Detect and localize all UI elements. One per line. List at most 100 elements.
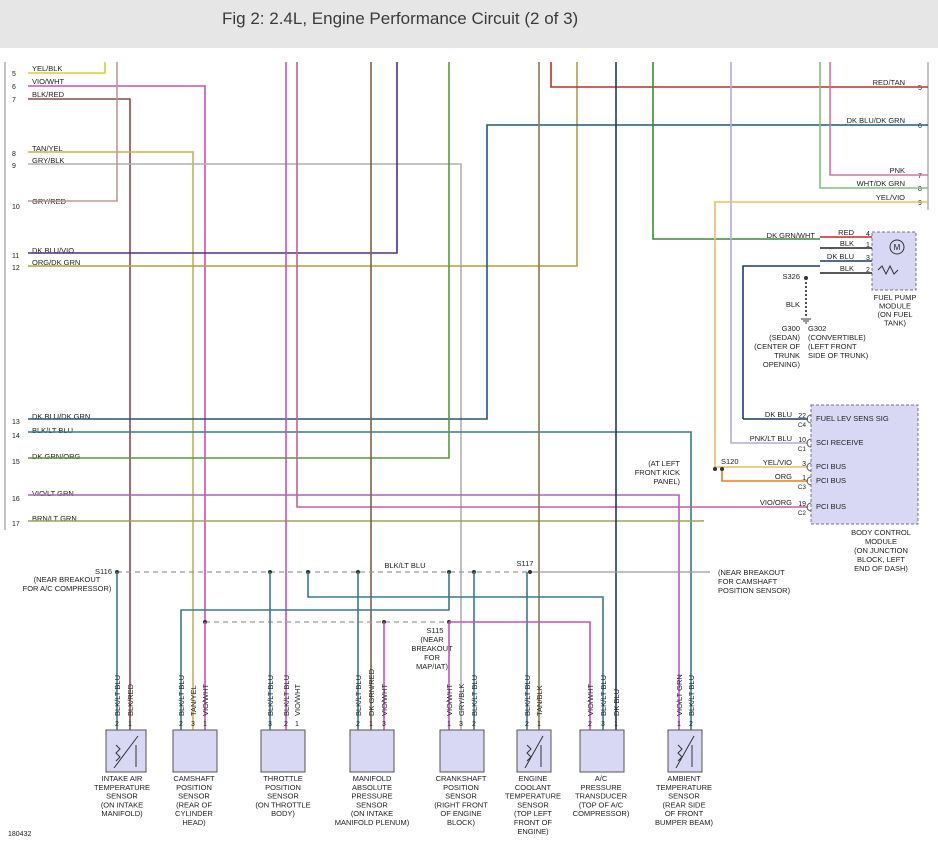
wire-label: WHT/DK GRN bbox=[857, 179, 905, 188]
sensor-label: POSITION bbox=[265, 783, 301, 792]
splice-s326-dot bbox=[804, 276, 808, 280]
sensor-label: OF ENGINE bbox=[440, 809, 481, 818]
bcm-wire-label: ORG bbox=[775, 472, 792, 481]
sensor-wire-label: BLK/LT BLU bbox=[523, 675, 532, 716]
sensor-pin-number: 1 bbox=[203, 721, 207, 728]
bcm-pin-socket bbox=[806, 438, 812, 448]
bcm-pin-label: PCI BUS bbox=[816, 502, 846, 511]
thermistor-icon bbox=[113, 735, 139, 769]
wire-dk-grn-org bbox=[28, 62, 450, 459]
connector-pin-number: 12 bbox=[12, 265, 20, 272]
sensor-label: COOLANT bbox=[515, 783, 552, 792]
ground-g302-label: G302 bbox=[808, 324, 826, 333]
splice-bus-wire-label: BLK/LT BLU bbox=[385, 561, 426, 570]
bcm-pin-label: SCI RECEIVE bbox=[816, 438, 864, 447]
sensor-label: CRANKSHAFT bbox=[436, 774, 487, 783]
splice-s117-note: POSITION SENSOR) bbox=[718, 586, 791, 595]
connector-pin-number: 7 bbox=[918, 173, 922, 180]
fuel-pump-wire-label: RED bbox=[838, 228, 854, 237]
sensor-label: (ON INTAKE bbox=[101, 800, 143, 809]
sensor-pin-number: 2 bbox=[356, 721, 360, 728]
splice-s116-label: S116 bbox=[95, 567, 112, 576]
sensor-wire-label: BLK/LT BLU bbox=[687, 675, 696, 716]
ground-g300-label: G300 bbox=[782, 324, 800, 333]
sensor-pin-number: 2 bbox=[115, 721, 119, 728]
connector-pin-number: 17 bbox=[12, 521, 20, 528]
figure-title: Fig 2: 2.4L, Engine Performance Circuit … bbox=[222, 9, 579, 28]
connector-pin-number: 6 bbox=[12, 84, 16, 91]
wire-label: GRY/BLK bbox=[32, 156, 64, 165]
sensor-label: (RIGHT FRONT bbox=[434, 800, 488, 809]
sensor-ground-wire bbox=[307, 572, 604, 730]
wire-blk-red bbox=[28, 98, 131, 730]
sensor-label: CYLINDER bbox=[175, 809, 214, 818]
connector-pin-number: 10 bbox=[12, 204, 20, 211]
fuel-pump-wire-label: DK BLU bbox=[827, 252, 854, 261]
wire-label: DK BLU/VIO bbox=[32, 246, 74, 255]
connector-pin-number: 6 bbox=[918, 123, 922, 130]
sensor-wire-label: VIO/WHT bbox=[445, 684, 454, 716]
sensor-pin-number: 3 bbox=[382, 721, 386, 728]
bcm-connector-id: C4 bbox=[798, 422, 807, 429]
wire-yel-vio bbox=[714, 201, 928, 468]
wire-label: DK BLU/DK GRN bbox=[847, 116, 905, 125]
sensor-label: (REAR OF bbox=[176, 800, 212, 809]
sensor-wire-label: DK BLU bbox=[612, 689, 621, 716]
wire-label: RED/TAN bbox=[873, 78, 905, 87]
sensor-label: (TOP LEFT bbox=[514, 809, 552, 818]
ground-g300-label: TRUNK bbox=[774, 351, 800, 360]
sensor-wire-label: BLK/LT BLU bbox=[282, 675, 291, 716]
wire-wht-dk-grn bbox=[819, 62, 928, 189]
sensor-pin-number: 1 bbox=[614, 721, 618, 728]
fuel-pump-label: MODULE bbox=[879, 302, 911, 311]
splice-s120-note: PANEL) bbox=[653, 477, 680, 486]
sensor-pin-number: 1 bbox=[677, 721, 681, 728]
sensor-label: SENSOR bbox=[517, 800, 549, 809]
wire-dk-blu-vio bbox=[28, 62, 398, 254]
splice-s115-note: FOR bbox=[424, 653, 440, 662]
splice-s117-dot bbox=[528, 570, 532, 574]
bcm-pin-number: 1 bbox=[802, 475, 806, 482]
wire-blk-lt-blu bbox=[28, 431, 692, 730]
fuel-pump-pin-number: 3 bbox=[866, 255, 870, 262]
bcm-connector-id: C2 bbox=[798, 510, 807, 517]
sensor-label: TEMPERATURE bbox=[505, 792, 561, 801]
bcm-connector-id: C1 bbox=[798, 446, 807, 453]
bcm-label: BODY CONTROL bbox=[851, 528, 911, 537]
connector-pin-number: 8 bbox=[12, 151, 16, 158]
bcm-pin-number: 3 bbox=[802, 461, 806, 468]
wire-label: DK BLU/DK GRN bbox=[32, 412, 90, 421]
sensor-label: MANIFOLD) bbox=[101, 809, 143, 818]
sensor-label: PRESSURE bbox=[580, 783, 621, 792]
sensor-pin-number: 2 bbox=[472, 721, 476, 728]
sensor-label: INTAKE AIR bbox=[102, 774, 143, 783]
sensor-wire-label: BLK/LT BLU bbox=[177, 675, 186, 716]
wire-tan-yel bbox=[28, 151, 194, 730]
thermistor-icon bbox=[675, 735, 695, 769]
sensor-ckp bbox=[439, 729, 485, 773]
sensor-pin-number: 3 bbox=[601, 721, 605, 728]
sensor-label: THROTTLE bbox=[263, 774, 303, 783]
splice-s120-dot bbox=[713, 467, 717, 471]
wire-label: DK GRN/ORG bbox=[32, 452, 81, 461]
sensor-wire-label: DK GRN/RED bbox=[367, 668, 376, 716]
wire-label: BRN/LT GRN bbox=[32, 514, 77, 523]
bcm-pin-socket bbox=[806, 462, 812, 472]
wire-org bbox=[721, 469, 808, 482]
splice-s115-note: BREAKOUT bbox=[411, 644, 453, 653]
sensor-label: TRANSDUCER bbox=[575, 792, 628, 801]
sensor-label: (ON INTAKE bbox=[351, 809, 393, 818]
fuel-pump-motor-glyph: M bbox=[894, 243, 901, 252]
bcm-wire-label: VIO/ORG bbox=[760, 498, 792, 507]
wire-dk-blu-dk-grn bbox=[28, 124, 928, 420]
splice-s120-dot bbox=[720, 467, 724, 471]
wire-vio-org bbox=[296, 62, 808, 508]
sensor-wire-label: BLK/LT BLU bbox=[354, 675, 363, 716]
sensor-wire-label: VIO/WHT bbox=[293, 684, 302, 716]
sensor-label: A/C bbox=[595, 774, 608, 783]
sensor-map bbox=[349, 729, 395, 773]
sensor-label: (TOP OF A/C bbox=[579, 800, 624, 809]
connector-pin-number: 16 bbox=[12, 496, 20, 503]
wire-vio-lt-grn bbox=[28, 494, 680, 730]
